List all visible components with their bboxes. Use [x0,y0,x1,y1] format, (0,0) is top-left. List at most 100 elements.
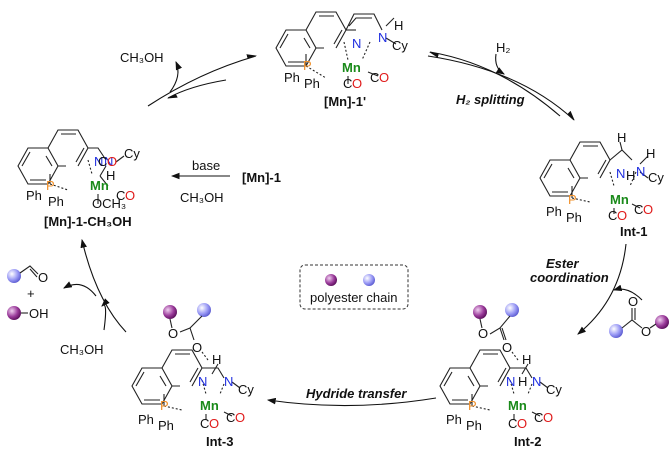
return-arrow [80,238,127,333]
acetal-o2-label: O [192,340,202,355]
products-out-curved-arrow [63,281,97,297]
ester-in-curved-arrow [612,284,643,301]
amine-n-label: N [224,374,233,389]
products: O + OH [7,265,49,321]
pyridine-n-label: N [616,166,625,181]
amine-n-label: N [378,30,387,45]
legend-purple-sphere-icon [325,274,337,286]
complex-mn1-ch3oh: N N Cy H C O Mn P Ph Ph C O OCH₃ [Mn]-1-… [17,129,140,229]
co1-o-label: O [379,70,389,85]
co1-c-label: C [534,410,543,425]
legend-label: polyester chain [310,290,397,305]
legend-box [299,264,409,310]
co2-o-label: O [517,416,527,431]
alcohol-label: OH [29,306,49,321]
nh-h-label: H [646,146,655,161]
co2-o-label: O [209,416,219,431]
cy-label: Cy [648,170,664,185]
ph1-label: Ph [138,412,154,427]
blue-sphere-icon [609,324,623,338]
co2-c-label: C [608,208,617,223]
forward-arrow [427,55,575,121]
och3-label: OCH₃ [92,196,126,211]
co1-c-label: C [370,70,379,85]
nh-h-label: H [522,352,531,367]
ph1-label: Ph [446,412,462,427]
p-label: P [468,398,477,413]
amine-n-label: N [636,164,645,179]
h2-splitting-label: H₂ splitting [456,92,525,107]
acetal-o1-label: O [168,326,178,341]
nh-h-label: H [212,352,221,367]
complex-int1: H H N H N Cy Mn P Ph Ph C O C O Int-1 [539,130,664,239]
amine-n-label: N [104,154,113,169]
step-h2-splitting: H₂ H₂ splitting [427,40,575,121]
aldehyde-o-label: O [38,270,48,285]
co-top-o-label: O [107,154,117,169]
legend: polyester chain [299,264,409,310]
blue-sphere-icon [505,303,519,317]
co2-o-label: O [352,76,362,91]
ph1-label: Ph [546,204,562,219]
step-hydride-transfer: Hydride transfer [266,386,437,407]
h2-curved-arrow [495,53,505,75]
co2-c-label: C [508,416,517,431]
complex-label: [Mn]-1-CH₃OH [44,214,132,229]
coordination-arrow [577,243,627,335]
mn-label: Mn [610,192,629,207]
ester-label-line1: Ester [546,256,579,271]
ester-o1-label: O [478,326,488,341]
blue-sphere-icon [197,303,211,317]
complex-label: [Mn]-1' [324,94,366,109]
co1-c-label: C [634,202,643,217]
pyridine-n-label: N [506,374,515,389]
co-right-c-label: C [116,188,125,203]
cy-label: Cy [238,382,254,397]
ph2-label: Ph [566,210,582,225]
step-activation: base CH₃OH [Mn]-1 [170,158,281,205]
reverse-arrow [167,79,227,99]
complex-int3: O O H N N Cy Mn P Ph Ph C O C O Int-3 [131,303,254,449]
ph2-label: Ph [158,418,174,433]
pyridine-n-label: N [198,374,207,389]
methanol-out-label: CH₃OH [120,50,164,65]
mn-label: Mn [90,178,109,193]
purple-sphere-icon [473,305,487,319]
release-curved-arrow [169,60,183,93]
methanol-in-curved-arrow [101,298,110,331]
ester-label-line2: coordination [530,270,609,285]
mn-label: Mn [508,398,527,413]
co-right-o-label: O [125,188,135,203]
activation-methanol-label: CH₃OH [180,190,224,205]
co1-c-label: C [226,410,235,425]
mn-h-label: H [626,168,635,183]
complex-label: Int-1 [620,224,647,239]
pyridine-n-label: N [352,36,361,51]
legend-blue-sphere-icon [363,274,375,286]
hydride-transfer-arrow [266,397,437,407]
purple-sphere-icon [655,315,669,329]
p-label: P [568,192,577,207]
ester-o2-label: O [502,340,512,355]
purple-sphere-icon [163,305,177,319]
amine-n-label: N [532,374,541,389]
base-label: base [192,158,220,173]
ph2-label: Ph [48,194,64,209]
complex-label: Int-2 [514,434,541,449]
co-top-c-label: C [98,154,107,169]
purple-sphere-icon [7,306,21,320]
nh-h-label: H [394,18,403,33]
p-label: P [46,178,55,193]
mn-label: Mn [200,398,219,413]
ch-h-label: H [617,130,626,145]
complex-int2: O O H N H N Cy Mn P Ph Ph C O C O Int-2 [439,303,562,449]
precatalyst-label: [Mn]-1 [242,170,281,185]
cy-label: Cy [124,146,140,161]
p-label: P [303,58,312,73]
carbonyl-o-label: O [628,294,638,309]
blue-sphere-icon [7,269,21,283]
co1-o-label: O [643,202,653,217]
mn-label: Mn [342,60,361,75]
co1-o-label: O [543,410,553,425]
